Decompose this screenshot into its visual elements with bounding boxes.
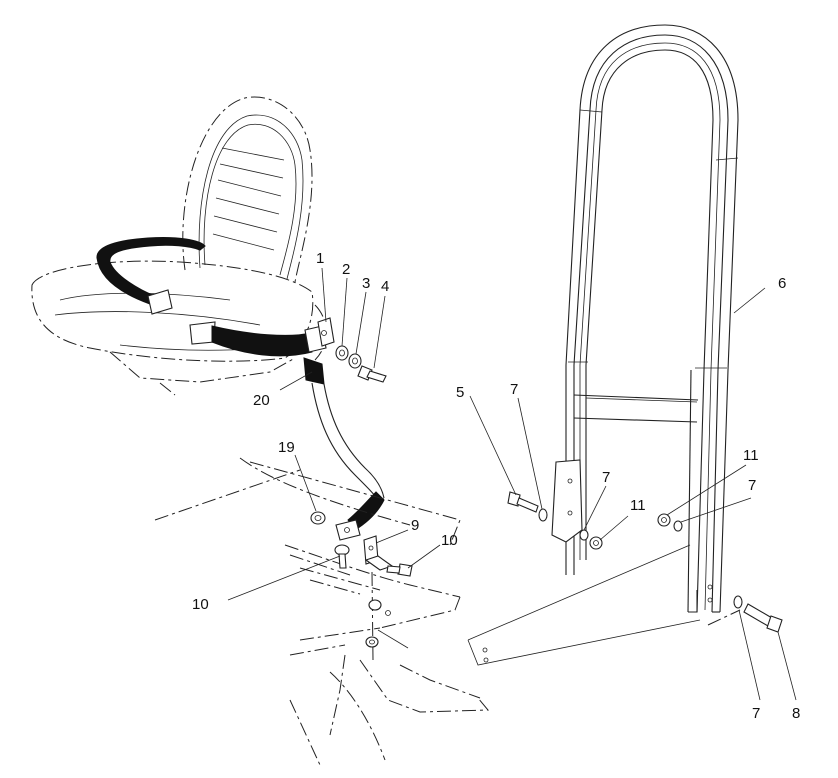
callout-8: 8 xyxy=(792,705,800,722)
rollbar-mount-deck xyxy=(467,544,741,666)
callout-11-mid: 11 xyxy=(630,497,646,514)
callout-1: 1 xyxy=(316,250,324,267)
bolt-8 xyxy=(743,603,783,633)
callout-7-bottom: 7 xyxy=(752,705,760,722)
washer-7-bottom xyxy=(733,595,743,609)
callout-labels: 1 2 3 4 5 6 7 7 7 7 8 9 10 10 11 11 19 2… xyxy=(192,250,800,722)
rollbar-6 xyxy=(551,24,739,613)
callout-7-left: 7 xyxy=(510,381,518,398)
nut-11-left xyxy=(589,536,603,550)
callout-7-mid: 7 xyxy=(602,469,610,486)
seatbelt-bracket xyxy=(304,317,335,353)
callout-3: 3 xyxy=(362,275,370,292)
floor-anchor-bracket xyxy=(335,519,361,541)
angle-bracket-9 xyxy=(363,535,394,571)
callout-11-right: 11 xyxy=(743,447,759,464)
callout-6: 6 xyxy=(778,275,786,292)
callout-19: 19 xyxy=(278,439,295,456)
seat-belt xyxy=(96,237,325,385)
washer-7-right-plate xyxy=(579,529,589,541)
seat-belt-lower-strap xyxy=(311,382,385,531)
callout-7-right: 7 xyxy=(748,477,756,494)
bolt-10-right xyxy=(386,563,413,577)
bolt-4 xyxy=(357,365,387,383)
callout-20: 20 xyxy=(253,392,270,409)
leader-lines xyxy=(227,267,797,701)
callout-9: 9 xyxy=(411,517,419,534)
nut-19 xyxy=(310,511,326,525)
bolt-10-left xyxy=(334,544,350,569)
washer-7-left xyxy=(538,508,548,522)
lockwasher-3 xyxy=(348,353,362,369)
callout-10-left: 10 xyxy=(192,596,209,613)
washer-2 xyxy=(335,345,349,361)
floor-pan xyxy=(154,457,490,766)
callout-2: 2 xyxy=(342,261,350,278)
nut-11-right xyxy=(657,513,671,527)
callout-10-right: 10 xyxy=(441,532,458,549)
bolt-5 xyxy=(507,491,539,513)
washer-7-right xyxy=(673,520,683,532)
callout-5: 5 xyxy=(456,384,464,401)
callout-4: 4 xyxy=(381,278,389,295)
